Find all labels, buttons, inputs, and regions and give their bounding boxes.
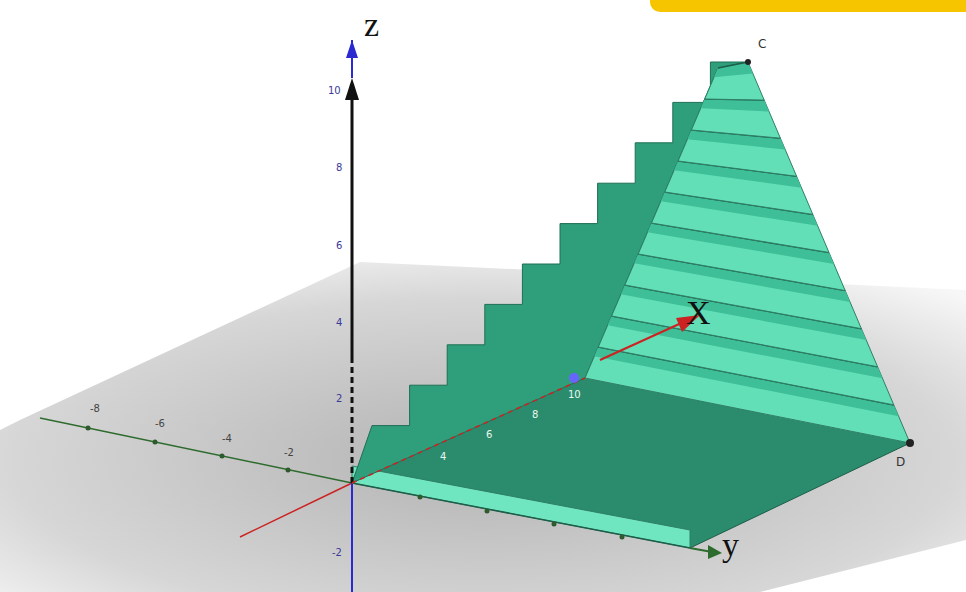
tick-label: 4 (336, 318, 342, 328)
tick-label: -6 (155, 419, 165, 429)
tick-label: -2 (332, 548, 342, 558)
y-axis-negative (40, 418, 352, 483)
tick-label: -4 (222, 434, 232, 444)
tick-label: -8 (90, 404, 100, 414)
staircase-solid (352, 62, 910, 548)
point-label: D (896, 456, 905, 468)
tick-label: 8 (336, 163, 342, 173)
tick-label: -2 (284, 448, 294, 458)
axis-label: z (364, 8, 379, 42)
point-d (906, 439, 914, 447)
x-axis-negative (240, 483, 352, 537)
tick-label: 6 (486, 430, 492, 440)
step-face (705, 62, 765, 100)
tick-label: 10 (328, 86, 341, 96)
z-axis-hidden (351, 360, 354, 483)
z-axis-negative (351, 483, 353, 592)
z-tip-arrowhead (346, 40, 358, 58)
step-edge (718, 62, 748, 68)
point-label: C (758, 38, 766, 50)
tick-label: 10 (568, 390, 581, 400)
base-edge (352, 483, 690, 548)
axis-label: X (686, 296, 711, 330)
point (569, 373, 579, 383)
x-axis (600, 320, 688, 360)
y-ticks (86, 426, 625, 540)
step-face (691, 99, 780, 138)
axis-label: y (722, 528, 739, 562)
corner-band (650, 0, 966, 12)
tick-label: 8 (532, 410, 538, 420)
tick-label: 2 (336, 394, 342, 404)
y-arrowhead (708, 545, 722, 559)
x-axis-hidden (352, 378, 585, 483)
base-slab (352, 466, 690, 548)
z-axis (351, 95, 354, 360)
point-c (745, 59, 751, 65)
tick-label: 6 (336, 241, 342, 251)
tick-label: 4 (440, 452, 446, 462)
z-arrowhead (345, 78, 359, 100)
step-riser (701, 99, 769, 112)
